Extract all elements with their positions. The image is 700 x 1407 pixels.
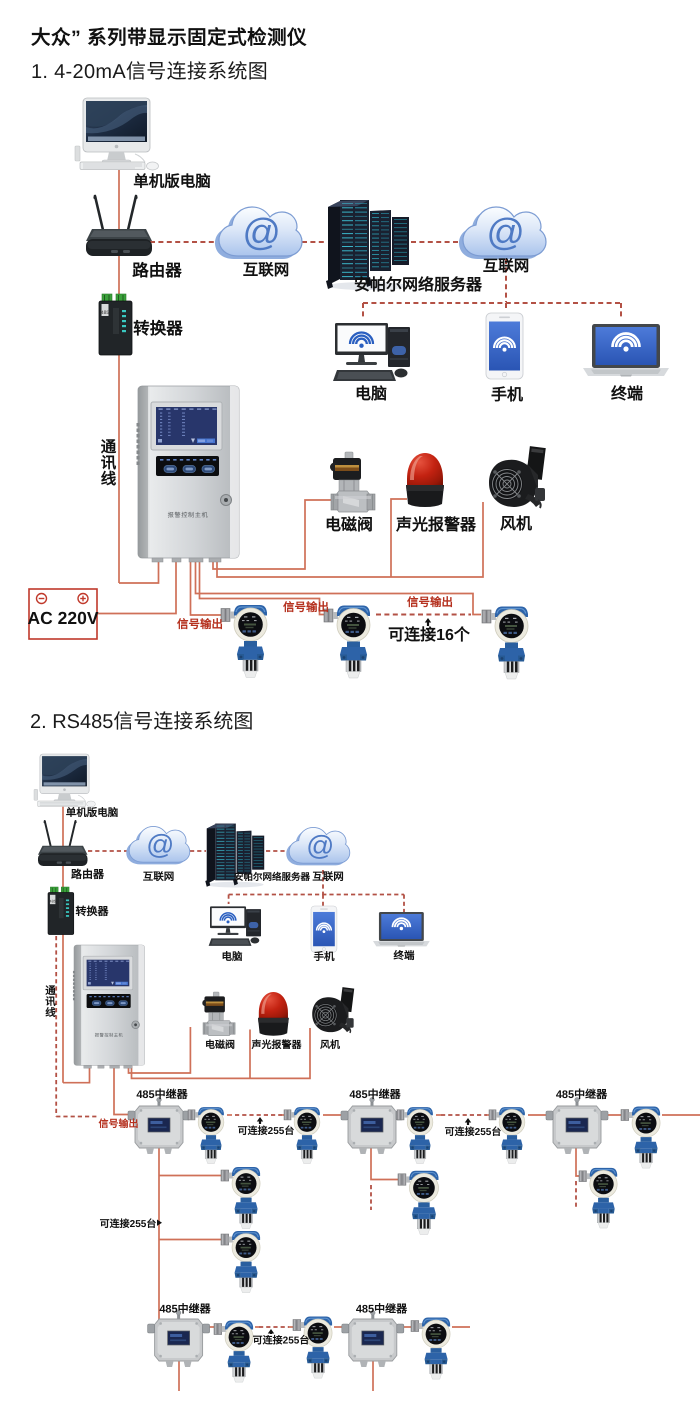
svg-text:信号输出: 信号输出 — [99, 1118, 139, 1130]
svg-text:安帕尔网络服务器: 安帕尔网络服务器 — [354, 275, 483, 294]
svg-text:讯: 讯 — [101, 454, 117, 472]
svg-text:可连接16个: 可连接16个 — [388, 626, 471, 644]
svg-text:手机: 手机 — [491, 386, 523, 404]
svg-text:可连接255台: 可连接255台 — [253, 1335, 310, 1347]
svg-text:电磁阀: 电磁阀 — [205, 1039, 235, 1051]
svg-text:互联网: 互联网 — [312, 871, 344, 883]
svg-text:通: 通 — [45, 985, 56, 997]
svg-text:手机: 手机 — [314, 950, 335, 963]
svg-text:互联网: 互联网 — [483, 257, 530, 275]
svg-text:大众” 系列带显示固定式检测仪: 大众” 系列带显示固定式检测仪 — [31, 27, 307, 49]
svg-text:单机版电脑: 单机版电脑 — [66, 806, 119, 819]
svg-text:可连接255台: 可连接255台 — [445, 1126, 502, 1138]
svg-text:可连接255台: 可连接255台 — [238, 1125, 295, 1137]
svg-text:485中继器: 485中继器 — [356, 1303, 408, 1316]
svg-text:线: 线 — [101, 470, 117, 488]
svg-text:通: 通 — [101, 439, 117, 456]
svg-text:电脑: 电脑 — [355, 385, 387, 403]
svg-text:电磁阀: 电磁阀 — [325, 516, 373, 534]
svg-text:路由器: 路由器 — [71, 868, 105, 881]
svg-text:AC 220V: AC 220V — [27, 608, 98, 628]
svg-text:转换器: 转换器 — [76, 905, 110, 918]
svg-text:声光报警器: 声光报警器 — [395, 516, 477, 534]
svg-text:485中继器: 485中继器 — [136, 1088, 188, 1101]
svg-text:终端: 终端 — [611, 385, 643, 403]
svg-text:路由器: 路由器 — [132, 261, 182, 280]
svg-text:讯: 讯 — [45, 996, 56, 1008]
svg-text:485中继器: 485中继器 — [556, 1088, 608, 1101]
svg-text:485中继器: 485中继器 — [159, 1303, 211, 1316]
svg-text:互联网: 互联网 — [143, 871, 175, 883]
svg-text:电脑: 电脑 — [222, 950, 243, 963]
svg-text:信号输出: 信号输出 — [177, 618, 223, 631]
svg-text:可连接255台: 可连接255台 — [100, 1218, 157, 1230]
svg-text:线: 线 — [45, 1006, 56, 1019]
svg-text:互联网: 互联网 — [243, 261, 290, 279]
svg-text:1. 4-20mA信号连接系统图: 1. 4-20mA信号连接系统图 — [31, 61, 268, 83]
svg-text:声光报警器: 声光报警器 — [251, 1039, 303, 1051]
svg-text:终端: 终端 — [394, 949, 415, 962]
svg-text:信号输出: 信号输出 — [407, 596, 453, 609]
svg-text:485中继器: 485中继器 — [349, 1088, 401, 1101]
svg-text:信号输出: 信号输出 — [283, 601, 329, 614]
svg-text:风机: 风机 — [500, 515, 532, 533]
svg-text:安帕尔网络服务器: 安帕尔网络服务器 — [234, 871, 311, 883]
svg-text:单机版电脑: 单机版电脑 — [133, 173, 211, 191]
svg-text:2. RS485信号连接系统图: 2. RS485信号连接系统图 — [30, 711, 253, 733]
svg-text:风机: 风机 — [320, 1039, 341, 1051]
svg-text:转换器: 转换器 — [133, 319, 183, 338]
